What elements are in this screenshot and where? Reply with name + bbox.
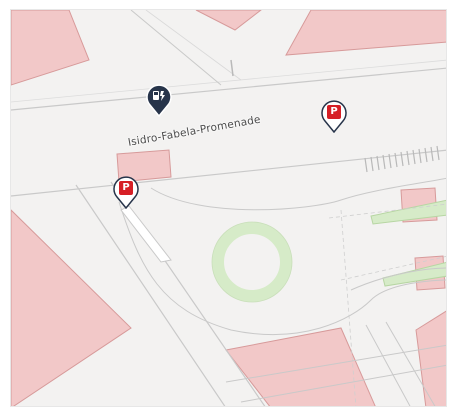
- road-bottom-right-4: [385, 321, 436, 406]
- diagonal-path-top: [130, 10, 222, 86]
- diagonal-road-1: [75, 184, 226, 406]
- parking-pin-1[interactable]: P: [321, 99, 347, 134]
- plaza-curve-inner: [150, 177, 446, 211]
- road-bottom-right-3: [365, 324, 411, 406]
- road-bottom-right-1: [225, 344, 446, 383]
- charging-station-pin[interactable]: [146, 83, 172, 118]
- dashed-line-2: [328, 203, 446, 219]
- dashed-line-1: [340, 209, 357, 406]
- pedestrian-wedge: [120, 205, 172, 263]
- diagonal-path-top-2: [145, 10, 242, 81]
- bollard-mark: [230, 59, 234, 77]
- ev-charging-icon: [146, 84, 172, 118]
- parking-pin-label: P: [122, 182, 130, 193]
- building-top-left: [11, 10, 90, 86]
- roundabout-ring-outline: [211, 221, 293, 303]
- road-bottom-right-2: [240, 364, 446, 403]
- building-top-right: [285, 10, 446, 56]
- map-canvas[interactable]: Isidro-Fabela-Promenade P P: [10, 9, 447, 407]
- parking-icon: [113, 176, 139, 210]
- crosswalk: [364, 145, 440, 173]
- map-layer: [11, 10, 446, 406]
- parking-pin-label: P: [330, 106, 338, 117]
- roundabout-ring: [212, 222, 292, 302]
- parking-pin-2[interactable]: P: [113, 175, 139, 210]
- green-strip-lower: [382, 261, 446, 287]
- promenade-road-bottom-edge: [11, 149, 446, 197]
- dashed-line-3: [340, 256, 446, 281]
- plaza-curve-lower: [350, 267, 446, 291]
- promenade-road-top-edge: [11, 67, 446, 111]
- building-small-left: [116, 149, 172, 183]
- building-left-large: [11, 209, 132, 406]
- building-bottom-center: [225, 327, 376, 406]
- promenade-path: [11, 59, 446, 103]
- building-top-center: [195, 10, 262, 31]
- parking-icon: [321, 100, 347, 134]
- building-bottom-right: [415, 310, 446, 406]
- plaza-curve-outer: [118, 201, 446, 336]
